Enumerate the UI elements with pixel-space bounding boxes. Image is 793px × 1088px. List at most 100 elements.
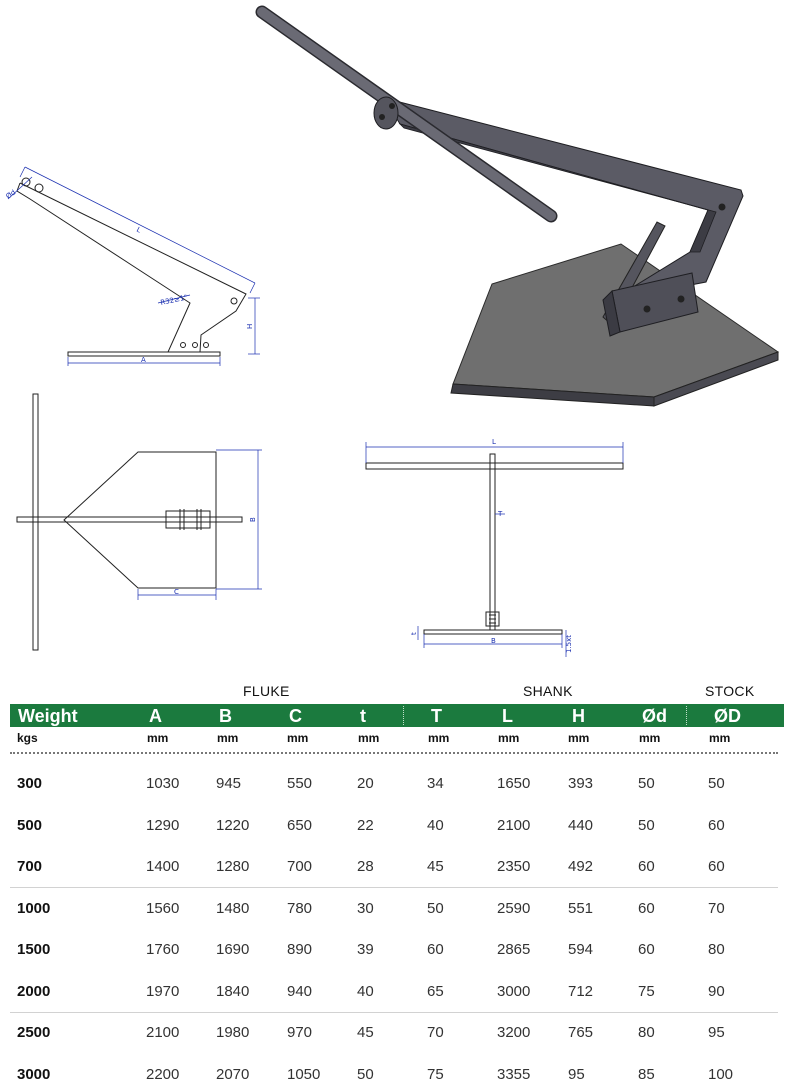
front-view-drawing: L T t B 1.5xt [365, 438, 624, 657]
row-group-divider [10, 1011, 778, 1013]
cell-phi-D: 95 [708, 1024, 725, 1041]
dim-L-label: L [135, 226, 142, 235]
top-view-drawing: B C [16, 393, 262, 651]
dim-H-label: H [246, 324, 254, 329]
cell-t-small: 39 [357, 941, 374, 958]
row-group-divider [10, 887, 778, 888]
col-header-weight: Weight [18, 706, 78, 726]
cell-weight: 1500 [17, 941, 51, 958]
col-header-l: L [502, 706, 513, 726]
col-header-phi-D: ØD [714, 706, 741, 726]
cell-h: 492 [568, 858, 594, 875]
cell-t-small: 50 [357, 1065, 374, 1083]
cell-weight: 500 [17, 816, 43, 834]
shank-underside [398, 123, 717, 253]
cell-t-large: 45 [427, 858, 444, 875]
dim-A-label: A [141, 356, 146, 364]
side-view-drawing: Ød L R32≥1" H A [5, 166, 260, 366]
cell-c: 1050 [287, 1065, 321, 1083]
cell-l: 2590 [497, 899, 531, 917]
cell-weight: 3000 [17, 1065, 51, 1083]
cell-l: 3355 [497, 1065, 531, 1083]
cell-t-small: 22 [357, 816, 374, 834]
cell-phi-D: 70 [708, 899, 725, 917]
cell-phi-d: 85 [638, 1065, 655, 1083]
cell-l: 2350 [497, 858, 531, 875]
cell-t-small: 45 [357, 1024, 374, 1041]
cell-weight: 2500 [17, 1024, 51, 1041]
col-header-c: C [289, 706, 302, 726]
cell-phi-d: 60 [638, 899, 655, 917]
header-divider [10, 752, 778, 754]
cell-weight: 300 [17, 775, 43, 792]
header-band: Weight A B C t T L H Ød ØD [10, 704, 784, 727]
dim-R-label: R32≥1" [160, 293, 188, 307]
cell-b: 1480 [216, 899, 250, 917]
col-header-t-small: t [360, 706, 366, 726]
cell-h: 393 [568, 775, 594, 792]
cell-c: 700 [287, 858, 313, 875]
cell-t-small: 40 [357, 982, 374, 1000]
cell-t-small: 30 [357, 899, 374, 917]
table-row: 2000 1970 1840 940 40 65 3000 712 75 90 [0, 981, 793, 1003]
cell-h: 712 [568, 982, 594, 1000]
cell-t-small: 28 [357, 858, 374, 875]
col-header-phi-d: Ød [642, 706, 667, 726]
cell-c: 940 [287, 982, 313, 1000]
cell-phi-D: 90 [708, 982, 725, 1000]
cell-phi-d: 50 [638, 816, 655, 834]
cell-phi-d: 60 [638, 858, 655, 875]
dim-C-label: C [174, 588, 179, 596]
cell-a: 1400 [146, 858, 180, 875]
fluke-plate-edge-right [653, 351, 779, 407]
col-header-b: B [219, 706, 232, 726]
cell-c: 550 [287, 775, 313, 792]
unit-t-small: mm [358, 731, 380, 745]
cell-a: 1560 [146, 899, 180, 917]
dim-L-front-label: L [492, 438, 496, 446]
dim-15xt-label: 1.5xt [565, 635, 573, 653]
cell-b: 1840 [216, 982, 250, 1000]
cell-t-large: 34 [427, 775, 444, 792]
clevis-plate-inner [602, 289, 621, 337]
unit-h: mm [568, 731, 590, 745]
group-header-stock: STOCK [705, 683, 755, 699]
unit-phi-D: mm [709, 731, 731, 745]
cell-phi-D: 60 [708, 816, 725, 834]
dim-phi-d-label: Ød [5, 188, 18, 200]
cell-l: 3000 [497, 982, 531, 1000]
cell-l: 2865 [497, 941, 531, 958]
cell-c: 780 [287, 899, 313, 917]
cell-t-large: 65 [427, 982, 444, 1000]
cell-t-large: 40 [427, 816, 444, 834]
cell-phi-d: 75 [638, 982, 655, 1000]
cell-a: 2200 [146, 1065, 180, 1083]
cell-a: 1030 [146, 775, 180, 792]
unit-c: mm [287, 731, 309, 745]
cell-phi-d: 80 [638, 1024, 655, 1041]
cell-phi-d: 60 [638, 941, 655, 958]
group-separator [403, 706, 404, 725]
cell-l: 1650 [497, 775, 531, 792]
cell-phi-D: 50 [708, 775, 725, 792]
cell-weight: 1000 [17, 899, 51, 917]
cell-c: 650 [287, 816, 313, 834]
cell-b: 1690 [216, 941, 250, 958]
cell-h: 765 [568, 1024, 594, 1041]
cell-h: 551 [568, 899, 594, 917]
cell-t-small: 20 [357, 775, 374, 792]
cell-a: 1970 [146, 982, 180, 1000]
cell-phi-D: 60 [708, 858, 725, 875]
dim-B-front-label: B [491, 637, 496, 645]
cell-b: 945 [216, 775, 242, 792]
col-header-t-large: T [431, 706, 442, 726]
cell-b: 1280 [216, 858, 250, 875]
group-header-shank: SHANK [523, 683, 573, 699]
cell-weight: 2000 [17, 982, 51, 1000]
unit-l: mm [498, 731, 520, 745]
unit-weight: kgs [17, 731, 38, 745]
